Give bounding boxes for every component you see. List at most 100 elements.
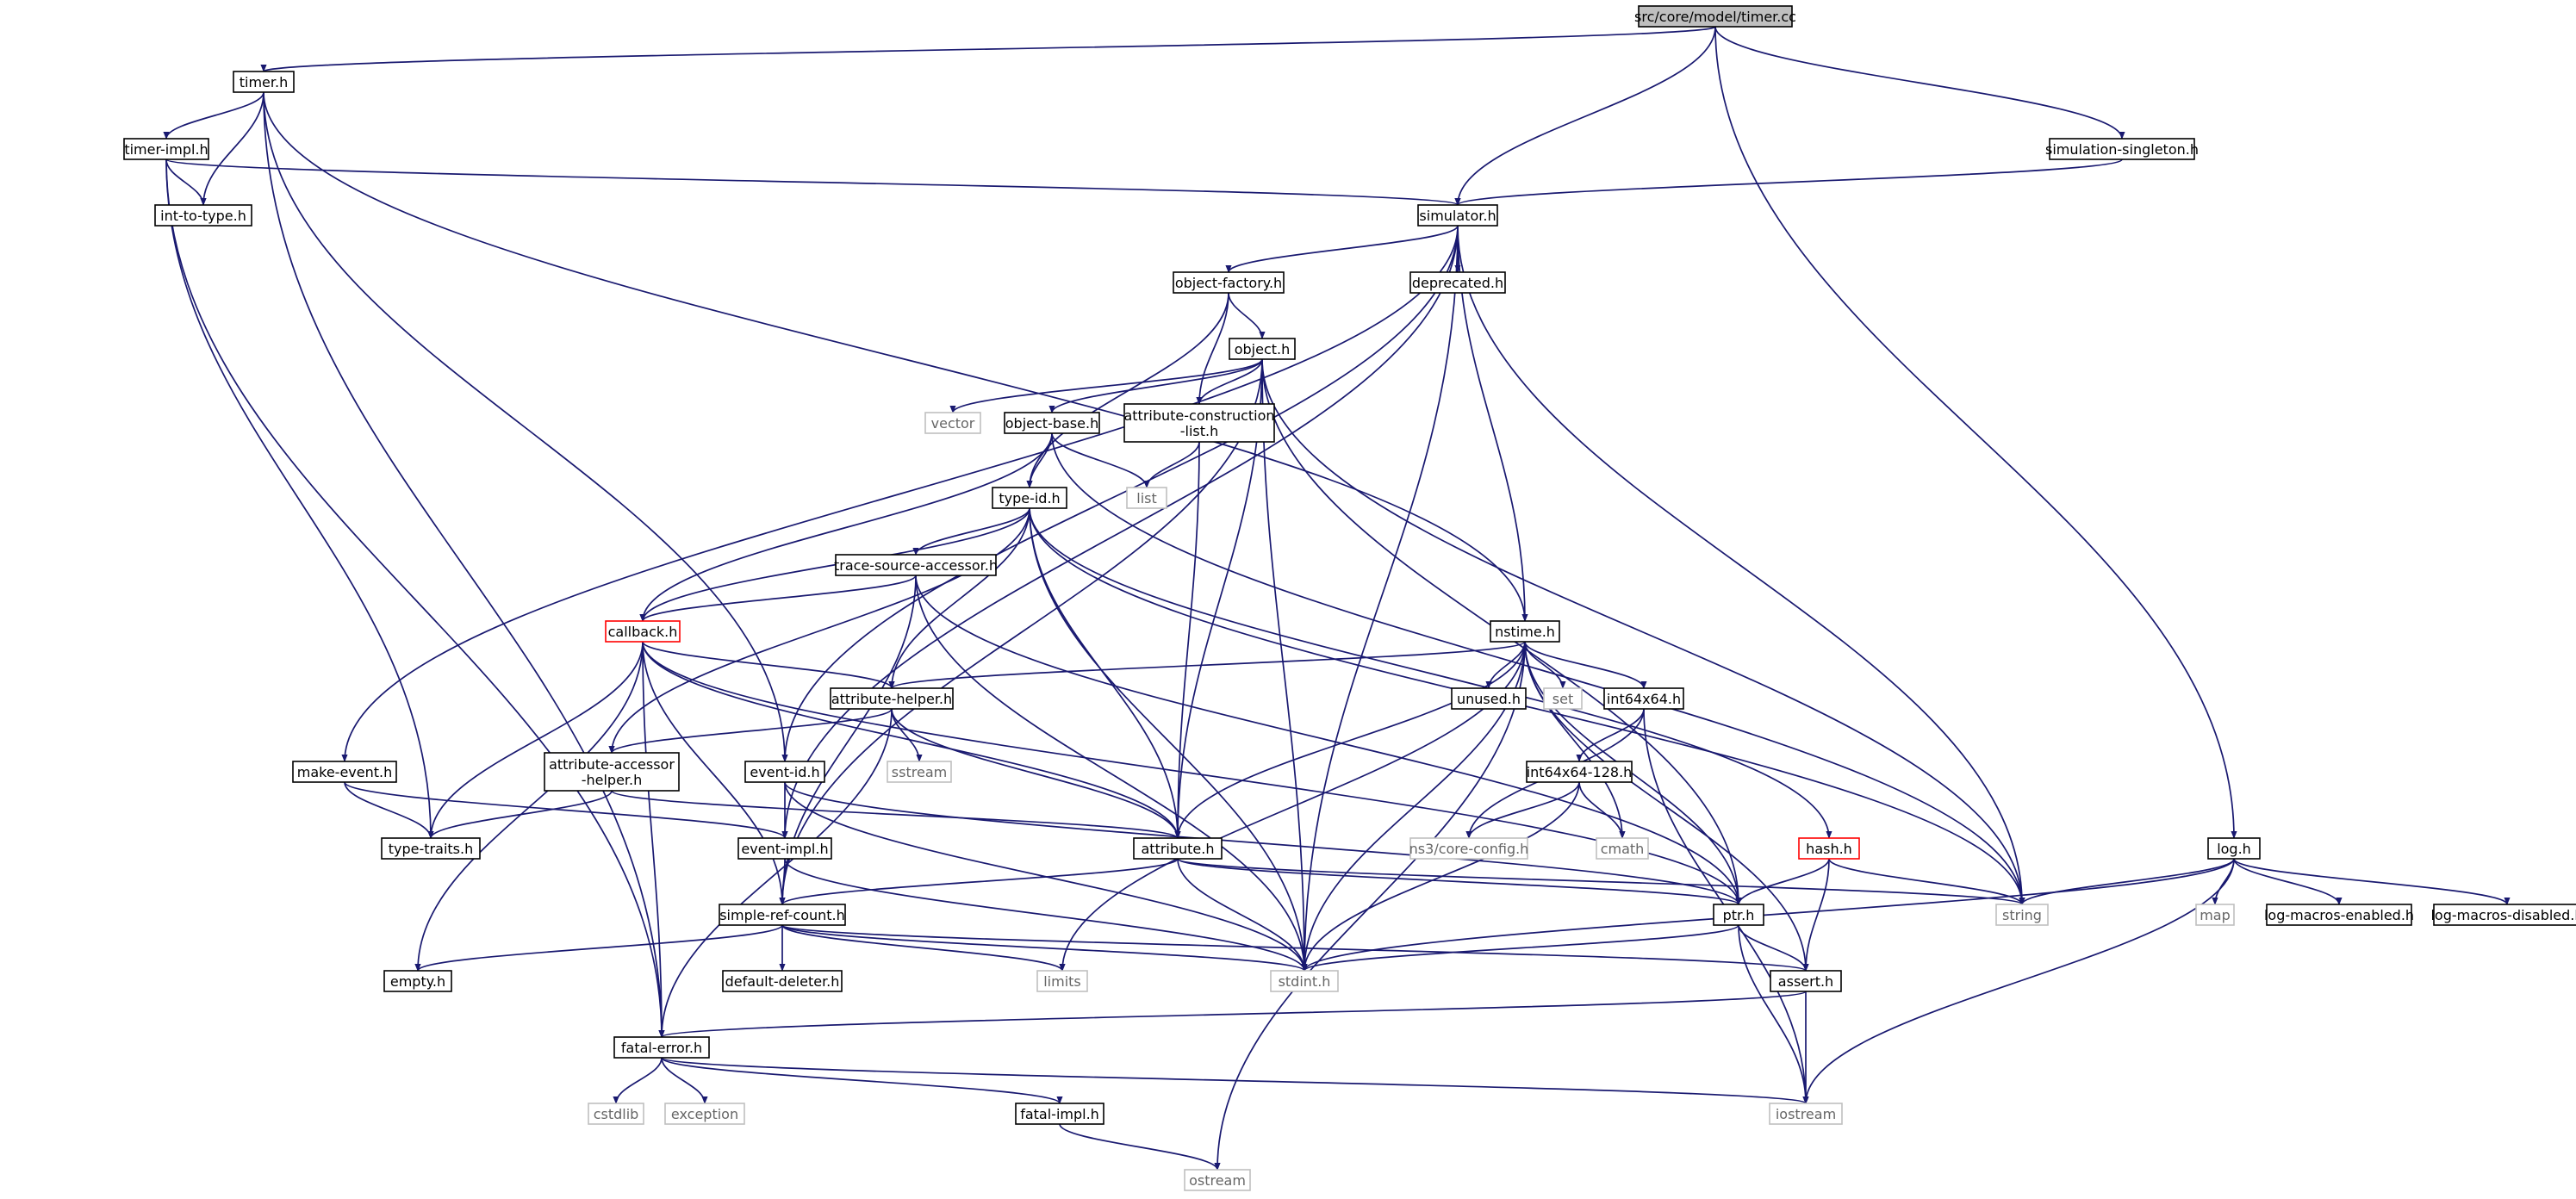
edge-timer-h-to-fatal-error-h: [263, 91, 665, 1038]
node-empty-h[interactable]: empty.h: [383, 970, 452, 992]
edge-fatal-error-h-to-fatal-impl-h: [661, 1057, 1063, 1104]
node-string[interactable]: string: [1995, 904, 2049, 926]
edge-timer-cc-to-timer-h: [261, 26, 1716, 72]
node-box: [1184, 1169, 1251, 1191]
node-box: [2266, 904, 2412, 926]
node-limits[interactable]: limits: [1036, 970, 1088, 992]
node-object-h[interactable]: object.h: [1229, 338, 1296, 360]
node-log-h[interactable]: log.h: [2207, 837, 2261, 860]
node-assert-h[interactable]: assert.h: [1770, 970, 1842, 992]
edge-type-id-h-to-attr-accessor-helper-h: [608, 507, 1030, 754]
node-timer-h[interactable]: timer.h: [233, 71, 295, 93]
edge-timer-impl-h-to-type-traits-h: [165, 158, 434, 839]
edge-callback-h-to-attribute-helper-h: [642, 641, 895, 689]
edge-object-base-h-to-callback-h: [639, 432, 1053, 622]
edge-timer-cc-to-simulation-singleton-h: [1714, 26, 2125, 140]
node-label: assert.h: [1778, 973, 1833, 990]
node-iostream[interactable]: iostream: [1769, 1103, 1843, 1125]
node-box: [1229, 338, 1296, 360]
node-label: cmath: [1601, 841, 1645, 857]
node-map[interactable]: map: [2195, 904, 2235, 926]
edge-fatal-impl-h-to-ostream: [1059, 1123, 1221, 1171]
node-ns3-core-config-h[interactable]: ns3/core-config.h: [1409, 837, 1529, 860]
edge-timer-h-to-nstime-h: [263, 91, 1528, 622]
node-list[interactable]: list: [1126, 487, 1167, 509]
node-box: [1596, 837, 1649, 860]
node-label: int64x64.h: [1607, 691, 1681, 707]
node-hash-h[interactable]: hash.h: [1798, 837, 1860, 860]
node-log-macros-disabled-h[interactable]: log-macros-disabled.h: [2430, 904, 2576, 926]
edge-attribute-helper-h-to-sstream: [891, 708, 923, 762]
node-label: log-macros-enabled.h: [2264, 907, 2414, 923]
node-simulator-h[interactable]: simulator.h: [1417, 204, 1498, 227]
node-box: [1995, 904, 2049, 926]
node-cmath[interactable]: cmath: [1596, 837, 1649, 860]
edge-ptr-h-to-iostream: [1738, 924, 1809, 1104]
node-label: -list.h: [1180, 423, 1219, 439]
node-label: iostream: [1776, 1106, 1836, 1122]
node-cstdlib[interactable]: cstdlib: [588, 1103, 644, 1125]
node-box: [2195, 904, 2235, 926]
node-event-id-h[interactable]: event-id.h: [744, 761, 825, 783]
node-label: object.h: [1235, 341, 1291, 357]
edge-hash-h-to-ptr-h: [1735, 858, 1830, 905]
node-int64x64-128-h[interactable]: int64x64-128.h: [1526, 761, 1633, 783]
node-vector[interactable]: vector: [924, 412, 981, 434]
node-attribute-h[interactable]: attribute.h: [1133, 837, 1223, 860]
node-attr-construction-h[interactable]: attribute-construction-list.h: [1123, 403, 1275, 443]
edge-simulator-h-to-event-impl-h: [781, 225, 1459, 839]
node-set[interactable]: set: [1543, 687, 1583, 710]
edge-attribute-h-to-simple-ref-count-h: [779, 858, 1179, 905]
node-attribute-helper-h[interactable]: attribute-helper.h: [830, 687, 954, 710]
node-box: [154, 204, 252, 227]
edge-object-base-h-to-list: [1051, 432, 1150, 488]
node-fatal-error-h[interactable]: fatal-error.h: [613, 1036, 710, 1059]
node-log-macros-enabled-h[interactable]: log-macros-enabled.h: [2264, 904, 2414, 926]
edge-int64x64-128-h-to-cmath: [1578, 781, 1626, 839]
dependency-edges: [163, 26, 2511, 1171]
node-label: cstdlib: [594, 1106, 639, 1122]
node-object-factory-h[interactable]: object-factory.h: [1173, 271, 1285, 294]
node-attr-accessor-helper-h[interactable]: attribute-accessor-helper.h: [544, 752, 680, 792]
node-simulation-singleton-h[interactable]: simulation-singleton.h: [2045, 138, 2199, 160]
node-type-traits-h[interactable]: type-traits.h: [381, 837, 481, 860]
node-timer-impl-h[interactable]: timer-impl.h: [123, 138, 209, 160]
node-label: attribute-helper.h: [831, 691, 952, 707]
node-int-to-type-h[interactable]: int-to-type.h: [154, 204, 252, 227]
edge-log-h-to-string: [2019, 858, 2235, 905]
edge-fatal-error-h-to-exception: [661, 1057, 708, 1104]
node-object-base-h[interactable]: object-base.h: [1004, 412, 1100, 434]
node-box: [830, 687, 954, 710]
node-callback-h[interactable]: callback.h: [605, 620, 681, 643]
node-box: [2049, 138, 2195, 160]
node-exception[interactable]: exception: [664, 1103, 745, 1125]
node-label: -helper.h: [582, 772, 643, 788]
edge-timer-impl-h-to-int-to-type-h: [165, 158, 207, 206]
node-trace-source-accessor-h[interactable]: trace-source-accessor.h: [834, 554, 998, 576]
edge-timer-h-to-int-to-type-h: [200, 91, 264, 206]
node-sstream[interactable]: sstream: [887, 761, 952, 783]
edge-fatal-error-h-to-iostream: [661, 1057, 1809, 1104]
node-simple-ref-count-h[interactable]: simple-ref-count.h: [719, 904, 846, 926]
node-box: [719, 904, 846, 926]
node-event-impl-h[interactable]: event-impl.h: [737, 837, 832, 860]
node-timer-cc[interactable]: src/core/model/timer.cc: [1634, 5, 1796, 28]
node-unused-h[interactable]: unused.h: [1451, 687, 1527, 710]
node-int64x64-h[interactable]: int64x64.h: [1603, 687, 1684, 710]
edge-nstime-h-to-ostream: [1214, 641, 1526, 1171]
node-deprecated-h[interactable]: deprecated.h: [1409, 271, 1506, 294]
node-nstime-h[interactable]: nstime.h: [1490, 620, 1560, 643]
node-label: timer.h: [240, 74, 288, 90]
node-default-deleter-h[interactable]: default-deleter.h: [722, 970, 843, 992]
node-label: set: [1552, 691, 1573, 707]
edge-log-h-to-iostream: [1802, 858, 2235, 1104]
node-stdint-h[interactable]: stdint.h: [1270, 970, 1339, 992]
edge-trace-source-accessor-h-to-ptr-h: [915, 575, 1742, 905]
node-box: [1015, 1103, 1104, 1125]
node-make-event-h[interactable]: make-event.h: [292, 761, 397, 783]
node-ostream[interactable]: ostream: [1184, 1169, 1251, 1191]
node-fatal-impl-h[interactable]: fatal-impl.h: [1015, 1103, 1104, 1125]
node-ptr-h[interactable]: ptr.h: [1713, 904, 1764, 926]
node-type-id-h[interactable]: type-id.h: [992, 487, 1067, 509]
node-label: nstime.h: [1495, 624, 1555, 640]
